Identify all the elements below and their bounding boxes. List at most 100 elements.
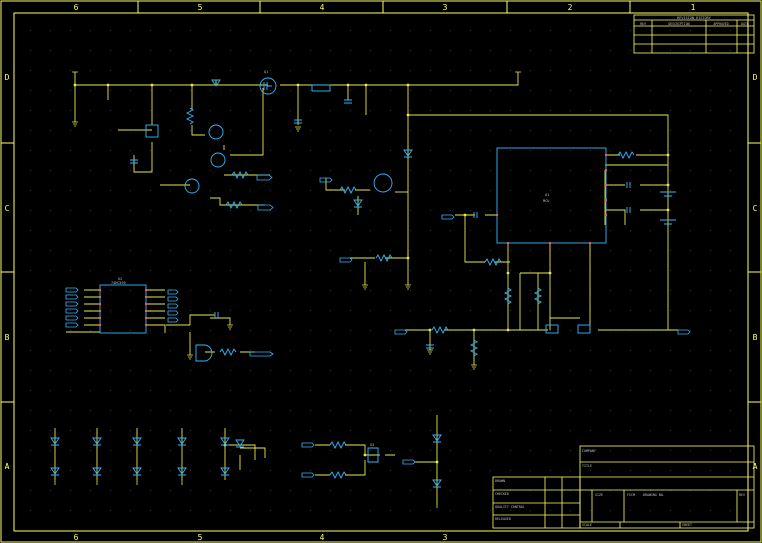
grid-dot (170, 350, 171, 351)
grid-dot (230, 150, 231, 151)
grid-dot (570, 150, 571, 151)
grid-dot (50, 70, 51, 71)
grid-dot (230, 250, 231, 251)
grid-dot (110, 510, 111, 511)
grid-dot (410, 250, 411, 251)
title-block-drawing-no: DRAWING NO. (643, 493, 665, 497)
grid-dot (50, 390, 51, 391)
grid-dot (430, 70, 431, 71)
grid-dot (670, 70, 671, 71)
grid-dot (230, 370, 231, 371)
grid-dot (530, 50, 531, 51)
capacitor (626, 182, 631, 188)
grid-dot (110, 330, 111, 331)
grid-dot (250, 50, 251, 51)
grid-dot (270, 150, 271, 151)
grid-dot (630, 350, 631, 351)
grid-dot (570, 110, 571, 111)
grid-dot (410, 470, 411, 471)
grid-dot (570, 130, 571, 131)
grid-dot (670, 30, 671, 31)
pin-marker (145, 289, 147, 291)
grid-dot (490, 70, 491, 71)
grid-dot (110, 270, 111, 271)
grid-dot (550, 410, 551, 411)
resistor (469, 339, 479, 357)
grid-dot (470, 390, 471, 391)
grid-dot (90, 330, 91, 331)
grid-dot (730, 450, 731, 451)
grid-dot (450, 470, 451, 471)
grid-dot (130, 70, 131, 71)
grid-dot (710, 170, 711, 171)
grid-dot (670, 290, 671, 291)
shift-register-ref: U2 (118, 277, 122, 281)
resistor (219, 347, 237, 357)
row-label: D (753, 73, 758, 82)
grid-dot (350, 190, 351, 191)
grid-dot (90, 470, 91, 471)
grid-dot (250, 110, 251, 111)
grid-dot (50, 310, 51, 311)
grid-dot (70, 70, 71, 71)
grid-dot (70, 310, 71, 311)
grid-dot (290, 70, 291, 71)
grid-dot (490, 390, 491, 391)
grid-dot (250, 210, 251, 211)
grid-dot (690, 330, 691, 331)
regulator-ic (145, 124, 159, 138)
grid-dot (150, 510, 151, 511)
grid-dot (410, 310, 411, 311)
grid-dot (30, 230, 31, 231)
pin-marker (145, 296, 147, 298)
grid-dot (210, 370, 211, 371)
grid-dot (290, 150, 291, 151)
shift-register-u2 (99, 284, 147, 334)
grid-dot (190, 510, 191, 511)
grid-dot (330, 390, 331, 391)
grid-dot (210, 110, 211, 111)
grid-dot (690, 310, 691, 311)
grid-dot (290, 370, 291, 371)
grid-dot (290, 430, 291, 431)
grid-dot (530, 70, 531, 71)
grid-dot (210, 430, 211, 431)
grid-dot (290, 490, 291, 491)
grid-dot (370, 310, 371, 311)
grid-dot (210, 150, 211, 151)
grid-dot (350, 370, 351, 371)
grid-dot (390, 110, 391, 111)
grid-dot (690, 190, 691, 191)
grid-dot (630, 30, 631, 31)
grid-dot (510, 470, 511, 471)
grid-dot (70, 210, 71, 211)
grid-dot (370, 390, 371, 391)
grid-dot (70, 330, 71, 331)
grid-dot (90, 350, 91, 351)
grid-dot (190, 90, 191, 91)
grid-dot (70, 250, 71, 251)
grid-dot (350, 290, 351, 291)
grid-dot (290, 190, 291, 191)
grid-dot (330, 350, 331, 351)
grid-dot (650, 150, 651, 151)
grid-dot (210, 270, 211, 271)
grid-dot (610, 350, 611, 351)
grid-dot (350, 30, 351, 31)
grid-dot (510, 310, 511, 311)
grid-dot (270, 470, 271, 471)
grid-dot (650, 390, 651, 391)
grid-dot (130, 470, 131, 471)
grid-dot (90, 50, 91, 51)
pin-marker (145, 310, 147, 312)
grid-dot (30, 270, 31, 271)
grid-dot (510, 410, 511, 411)
grid-dot (470, 450, 471, 451)
grid-dot (690, 370, 691, 371)
pin-marker (507, 242, 509, 244)
grid-dot (170, 330, 171, 331)
grid-dot (50, 170, 51, 171)
grid-dot (150, 490, 151, 491)
grid-dot (530, 470, 531, 471)
grid-dot (50, 350, 51, 351)
